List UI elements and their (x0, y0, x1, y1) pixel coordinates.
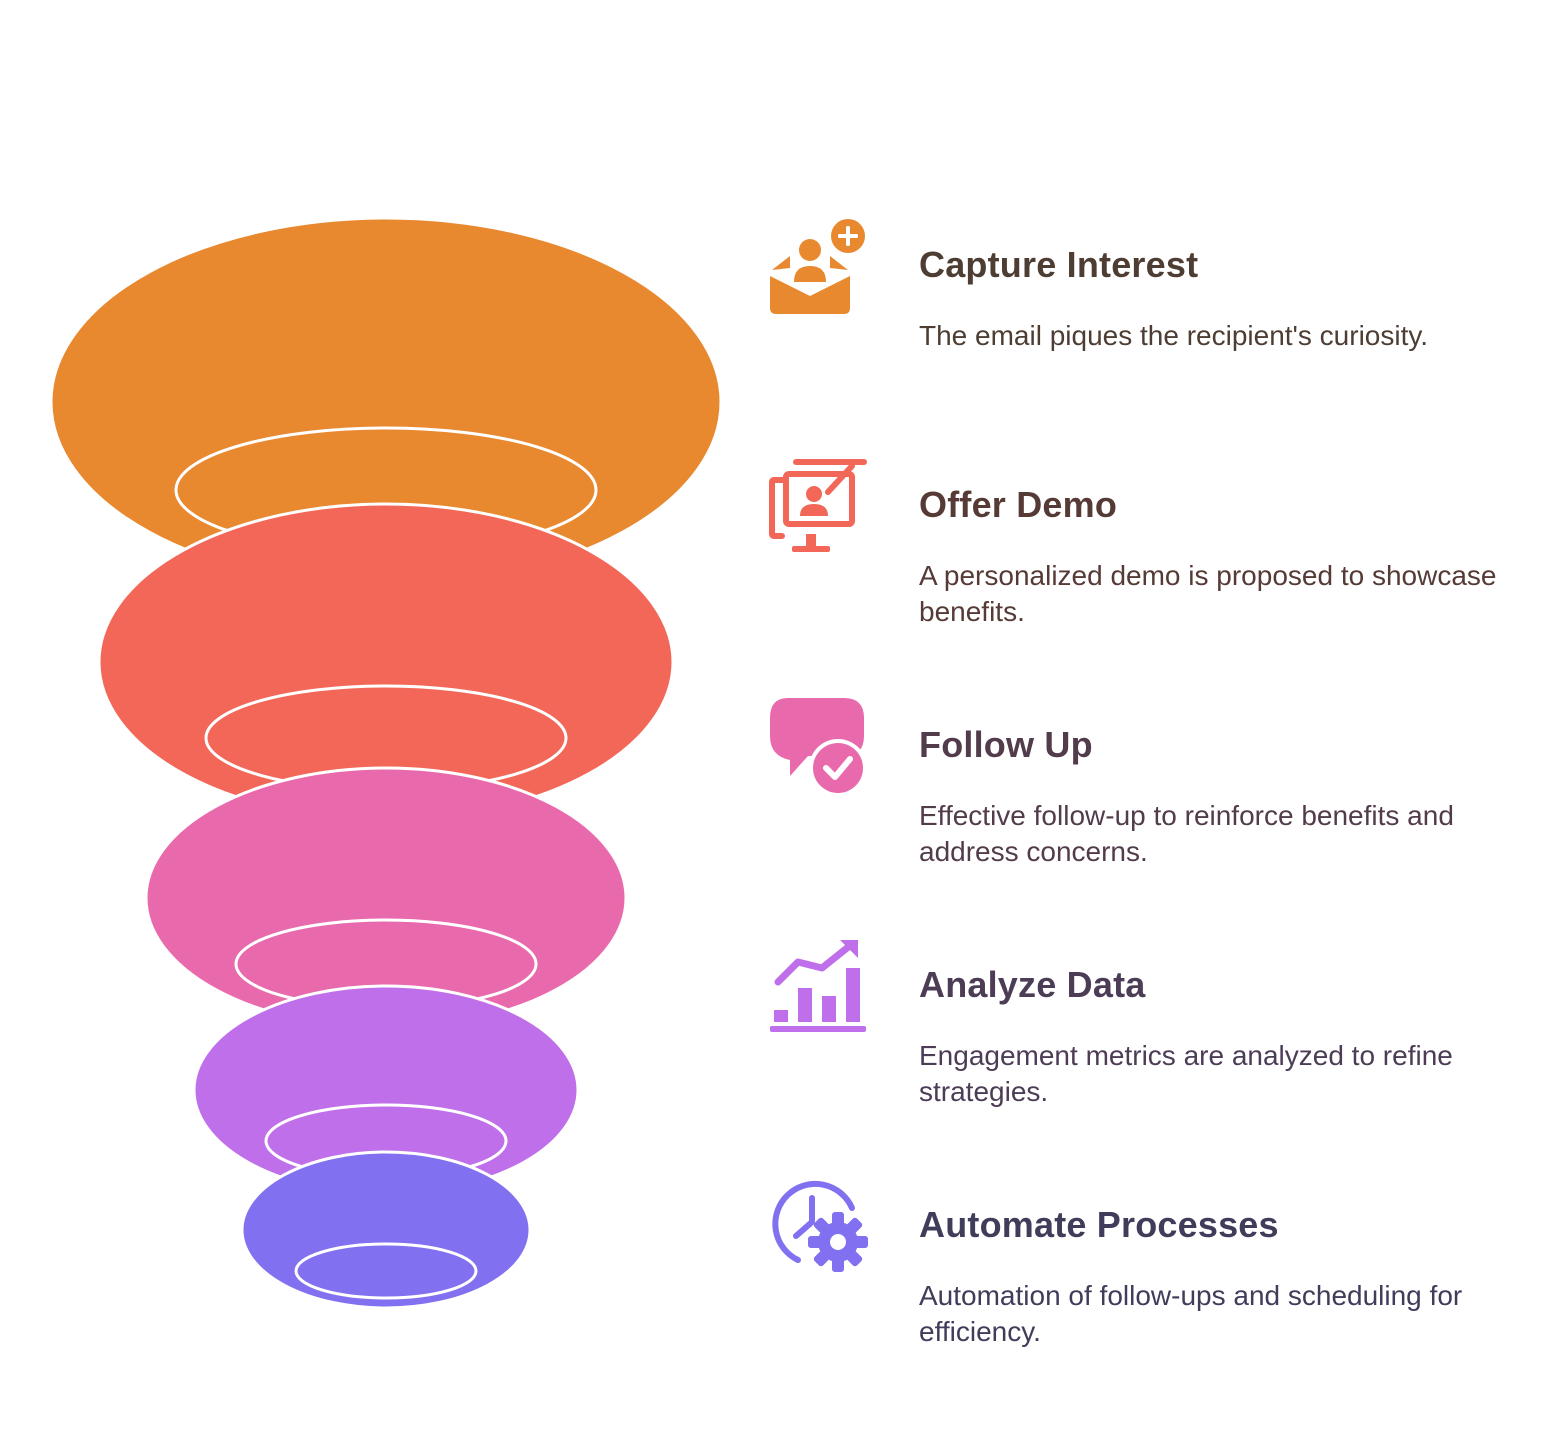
chat-check-icon (770, 698, 867, 797)
monitor-presentation-icon (769, 459, 867, 552)
funnel-layer-follow-up (144, 766, 628, 1030)
step-title: Capture Interest (919, 244, 1199, 285)
step-capture-interest: Capture Interest The email piques the re… (768, 218, 1528, 418)
funnel-layer-offer-demo (97, 502, 675, 822)
step-offer-demo: Offer Demo A personalized demo is propos… (768, 458, 1528, 658)
step-description: Automation of follow-ups and scheduling … (919, 1280, 1463, 1347)
chart-growth-icon (770, 940, 866, 1032)
step-title: Analyze Data (919, 964, 1146, 1005)
step-title: Offer Demo (919, 484, 1118, 525)
step-analyze-data: Analyze Data Engagement metrics are anal… (768, 938, 1528, 1138)
funnel-layer-automate-processes (240, 1150, 532, 1310)
funnel-layer-analyze-data (192, 984, 580, 1196)
step-description: The email piques the recipient's curiosi… (919, 320, 1429, 351)
funnel-diagram (49, 216, 723, 1310)
step-description: Effective follow-up to reinforce benefit… (919, 800, 1454, 867)
step-title: Automate Processes (919, 1204, 1279, 1245)
clock-gear-icon (772, 1180, 868, 1272)
step-description: Engagement metrics are analyzed to refin… (919, 1040, 1453, 1107)
step-automate-processes: Automate Processes Automation of follow-… (768, 1178, 1528, 1378)
step-description: A personalized demo is proposed to showc… (919, 560, 1497, 627)
step-title: Follow Up (919, 724, 1093, 765)
email-user-add-icon (770, 219, 865, 314)
step-follow-up: Follow Up Effective follow-up to reinfor… (768, 698, 1528, 898)
